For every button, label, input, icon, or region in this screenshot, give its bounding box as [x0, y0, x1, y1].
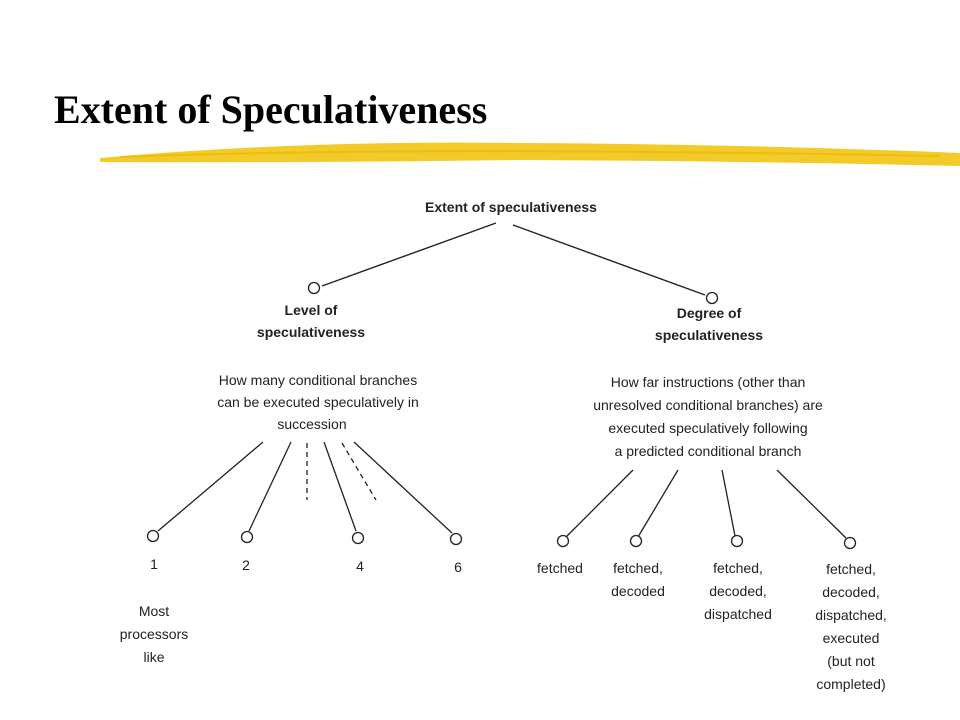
degree-desc-line-3: executed speculatively following	[608, 420, 807, 436]
degree-leaf-4-line-4: executed	[823, 630, 880, 646]
level-desc-line-2: can be executed speculatively in	[217, 394, 419, 410]
note-line-3: like	[143, 649, 164, 665]
degree-leaf-4-line-3: dispatched,	[815, 607, 887, 623]
level-title-line-1: Level of	[285, 302, 338, 318]
edge-level-1	[157, 441, 264, 532]
degree-leaf-4-line-5: (but not	[827, 653, 875, 669]
leaf-node-decoded	[629, 534, 643, 548]
leaf-node-4	[351, 531, 365, 545]
edge-degree-3	[721, 469, 736, 537]
highlighter-streak	[119, 150, 941, 158]
highlighter-band	[100, 142, 960, 166]
edge-degree-4	[776, 469, 847, 539]
leaf-node-dispatched	[730, 534, 744, 548]
level-title-line-2: speculativeness	[257, 324, 365, 340]
degree-leaf-4-line-1: fetched,	[826, 561, 876, 577]
slide-title: Extent of Speculativeness	[54, 87, 488, 132]
degree-leaf-4-line-2: decoded,	[822, 584, 880, 600]
degree-leaf-3-line-2: decoded,	[709, 583, 767, 599]
level-desc-line-1: How many conditional branches	[219, 372, 417, 388]
note-line-2: processors	[120, 626, 188, 642]
edge-level-4	[323, 441, 357, 532]
degree-leaf-1-line-1: fetched	[537, 560, 583, 576]
leaf-node-executed	[843, 536, 857, 550]
leaf-label-6: 6	[454, 559, 462, 575]
edge-degree-2	[637, 469, 679, 538]
node-level	[307, 281, 321, 295]
leaf-node-6	[449, 532, 463, 546]
edge-root-left	[321, 222, 497, 287]
root-label: Extent of speculativeness	[425, 199, 597, 215]
degree-desc-line-1: How far instructions (other than	[611, 374, 806, 390]
edge-root-right	[512, 224, 706, 296]
note-line-1: Most	[139, 603, 169, 619]
edge-level-2	[248, 441, 292, 532]
leaf-node-2	[240, 530, 254, 544]
edge-level-dashed-2	[341, 442, 377, 501]
leaf-label-2: 2	[242, 557, 250, 573]
node-degree	[705, 291, 719, 305]
degree-leaf-2-line-2: decoded	[611, 583, 665, 599]
degree-desc-line-4: a predicted conditional branch	[615, 443, 802, 459]
degree-desc-line-2: unresolved conditional branches) are	[593, 397, 823, 413]
leaf-node-fetched	[556, 534, 570, 548]
degree-leaf-3-line-3: dispatched	[704, 606, 772, 622]
degree-title-line-1: Degree of	[677, 305, 742, 321]
leaf-label-1: 1	[150, 556, 158, 572]
leaf-label-4: 4	[356, 558, 364, 574]
degree-title-line-2: speculativeness	[655, 327, 763, 343]
degree-leaf-4-line-6: completed)	[816, 676, 885, 692]
leaf-node-1	[146, 529, 160, 543]
edge-level-6	[353, 441, 453, 534]
degree-leaf-3-line-1: fetched,	[713, 560, 763, 576]
degree-leaf-2-line-1: fetched,	[613, 560, 663, 576]
edge-degree-1	[565, 469, 634, 538]
level-desc-line-3: succession	[277, 416, 346, 432]
